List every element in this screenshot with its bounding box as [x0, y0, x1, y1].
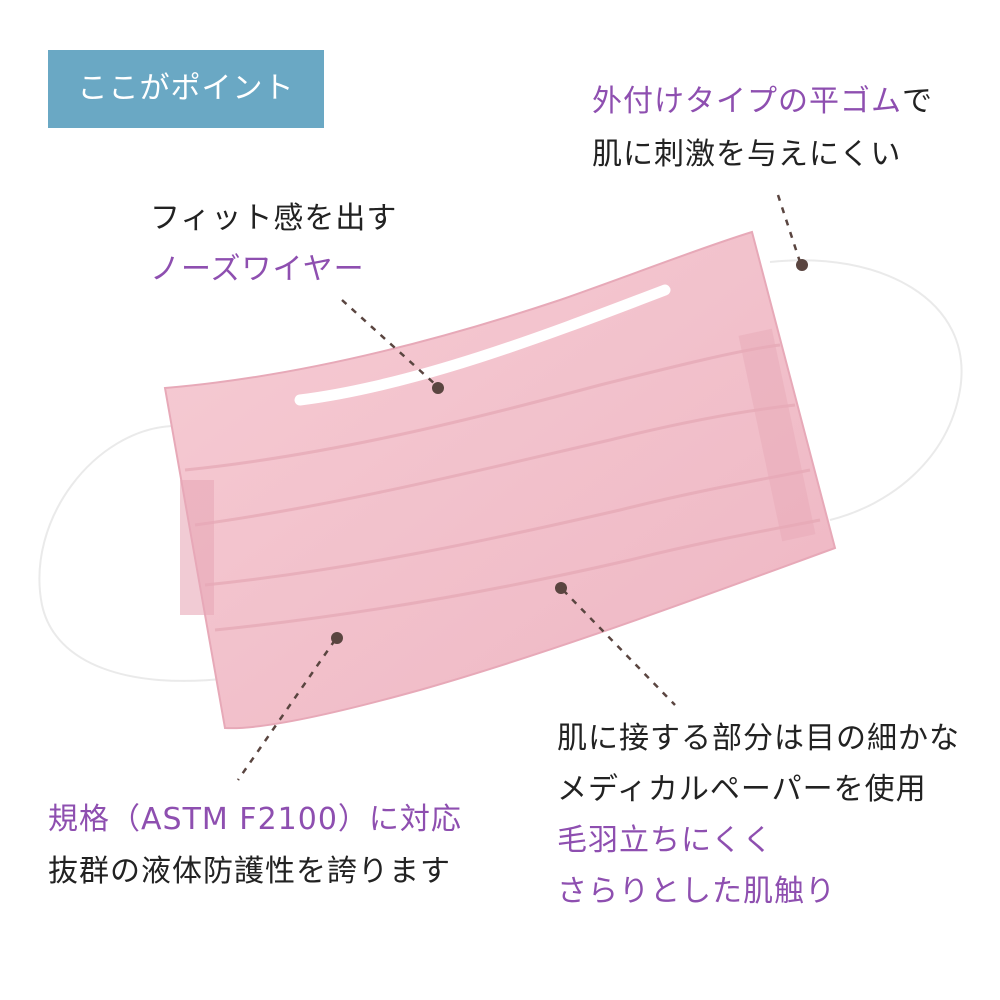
- callout-standard-highlight: 規格（ASTM F2100）に対応: [48, 802, 462, 837]
- leader-wire: [341, 299, 437, 386]
- left-ear-loop-edge: [38, 425, 231, 682]
- left-seam: [180, 480, 214, 615]
- callout-wire-highlight: ノーズワイヤー: [150, 252, 365, 287]
- leader-paper: [562, 589, 676, 706]
- callout-strap-highlight: 外付けタイプの平ゴム: [592, 84, 902, 119]
- nose-wire: [294, 284, 671, 406]
- callout-strap-suffix: で: [902, 84, 933, 119]
- dot-strap: [796, 259, 808, 271]
- leader-strap: [776, 194, 802, 263]
- dot-paper: [555, 582, 567, 594]
- leader-standard: [236, 639, 337, 781]
- callout-paper-highlight-1: 毛羽立ちにくく: [557, 823, 774, 858]
- dot-standard: [331, 632, 343, 644]
- pleat-line-3: [204, 468, 811, 587]
- pleat-line-4: [214, 518, 821, 632]
- point-badge: ここがポイント: [48, 50, 324, 128]
- callout-paper-line1: 肌に接する部分は目の細かな: [557, 721, 960, 756]
- dot-wire: [432, 382, 444, 394]
- callout-strap-line1: 外付けタイプの平ゴムで: [592, 75, 933, 129]
- callout-standard-line2: 抜群の液体防護性を誇ります: [48, 854, 451, 889]
- right-seam: [738, 328, 816, 542]
- callout-paper-line2: メディカルペーパーを使用: [557, 772, 927, 807]
- callout-strap-line2: 肌に刺激を与えにくい: [592, 137, 902, 172]
- right-ear-loop-edge: [769, 259, 963, 521]
- mask-body: [163, 230, 837, 730]
- callout-paper-highlight-2: さらりとした肌触り: [557, 874, 836, 909]
- callout-wire-line1: フィット感を出す: [150, 201, 398, 236]
- pleat-line-2: [194, 403, 796, 527]
- pleat-line-1: [184, 343, 781, 472]
